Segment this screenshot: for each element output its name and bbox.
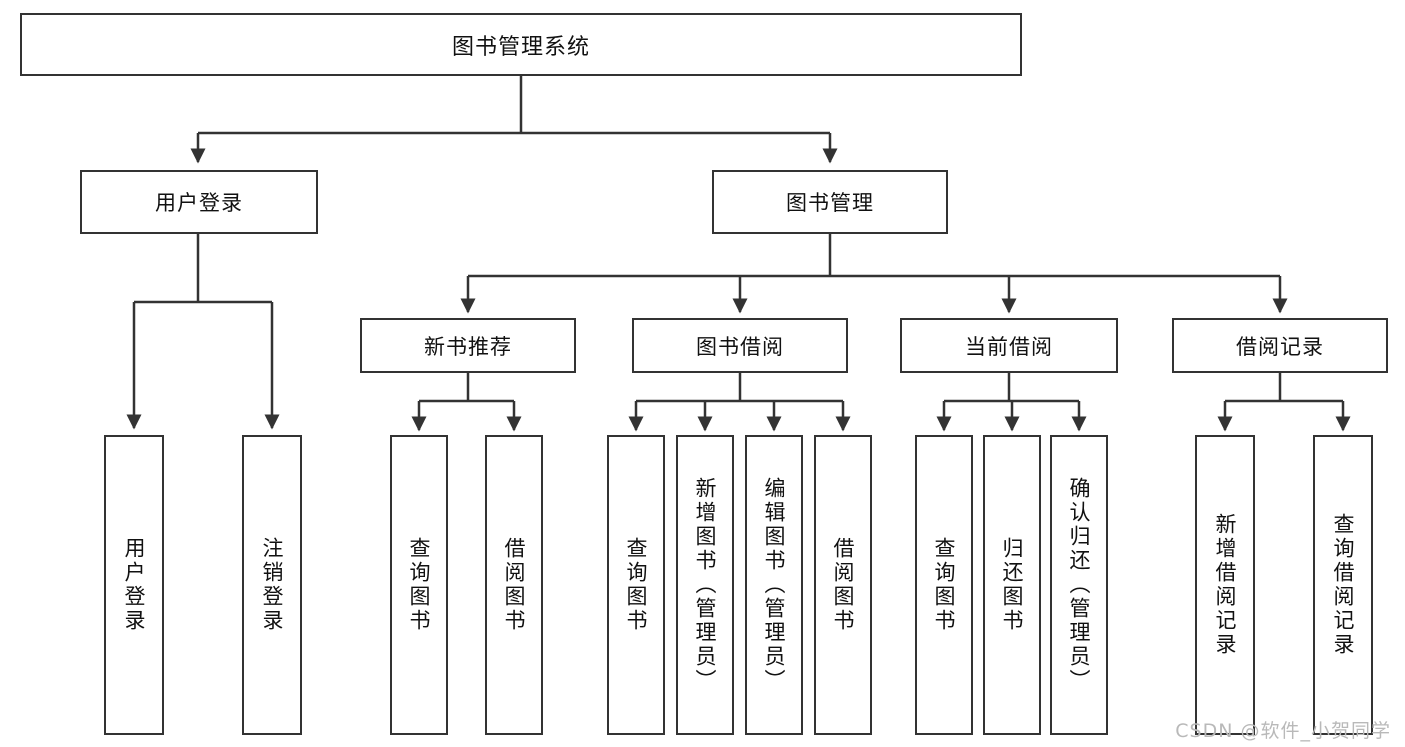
leaf-record-add-record[interactable]: 新增借阅记录: [1195, 435, 1255, 735]
leaf-label: 借阅图书: [831, 537, 856, 633]
node-user-login[interactable]: 用户登录: [80, 170, 318, 234]
leaf-label: 确认归还（管理员）: [1067, 477, 1092, 693]
leaf-new-book-borrow[interactable]: 借阅图书: [485, 435, 543, 735]
leaf-user-login-signin[interactable]: 用户登录: [104, 435, 164, 735]
leaf-current-return-book[interactable]: 归还图书: [983, 435, 1041, 735]
node-new-book-recommend[interactable]: 新书推荐: [360, 318, 576, 373]
leaf-label: 查询借阅记录: [1331, 513, 1356, 657]
leaf-record-query-record[interactable]: 查询借阅记录: [1313, 435, 1373, 735]
leaf-new-book-query[interactable]: 查询图书: [390, 435, 448, 735]
leaf-label: 注销登录: [260, 537, 285, 633]
node-current-borrow[interactable]: 当前借阅: [900, 318, 1118, 373]
leaf-borrow-add-book-admin[interactable]: 新增图书（管理员）: [676, 435, 734, 735]
leaf-label: 查询图书: [407, 537, 432, 633]
leaf-label: 查询图书: [932, 537, 957, 633]
leaf-borrow-edit-book-admin[interactable]: 编辑图书（管理员）: [745, 435, 803, 735]
node-root-library-system[interactable]: 图书管理系统: [20, 13, 1022, 76]
node-book-borrow[interactable]: 图书借阅: [632, 318, 848, 373]
leaf-label: 编辑图书（管理员）: [762, 477, 787, 693]
csdn-watermark: CSDN @软件_小贺同学: [1175, 720, 1391, 742]
node-borrow-record[interactable]: 借阅记录: [1172, 318, 1388, 373]
leaf-label: 归还图书: [1000, 537, 1025, 633]
leaf-label: 新增借阅记录: [1213, 513, 1238, 657]
leaf-borrow-borrow-book[interactable]: 借阅图书: [814, 435, 872, 735]
leaf-current-confirm-return-admin[interactable]: 确认归还（管理员）: [1050, 435, 1108, 735]
leaf-label: 查询图书: [624, 537, 649, 633]
leaf-borrow-query-book[interactable]: 查询图书: [607, 435, 665, 735]
leaf-label: 用户登录: [122, 537, 147, 633]
leaf-user-login-signout[interactable]: 注销登录: [242, 435, 302, 735]
node-book-management[interactable]: 图书管理: [712, 170, 948, 234]
leaf-current-query-book[interactable]: 查询图书: [915, 435, 973, 735]
leaf-label: 新增图书（管理员）: [693, 477, 718, 693]
leaf-label: 借阅图书: [502, 537, 527, 633]
